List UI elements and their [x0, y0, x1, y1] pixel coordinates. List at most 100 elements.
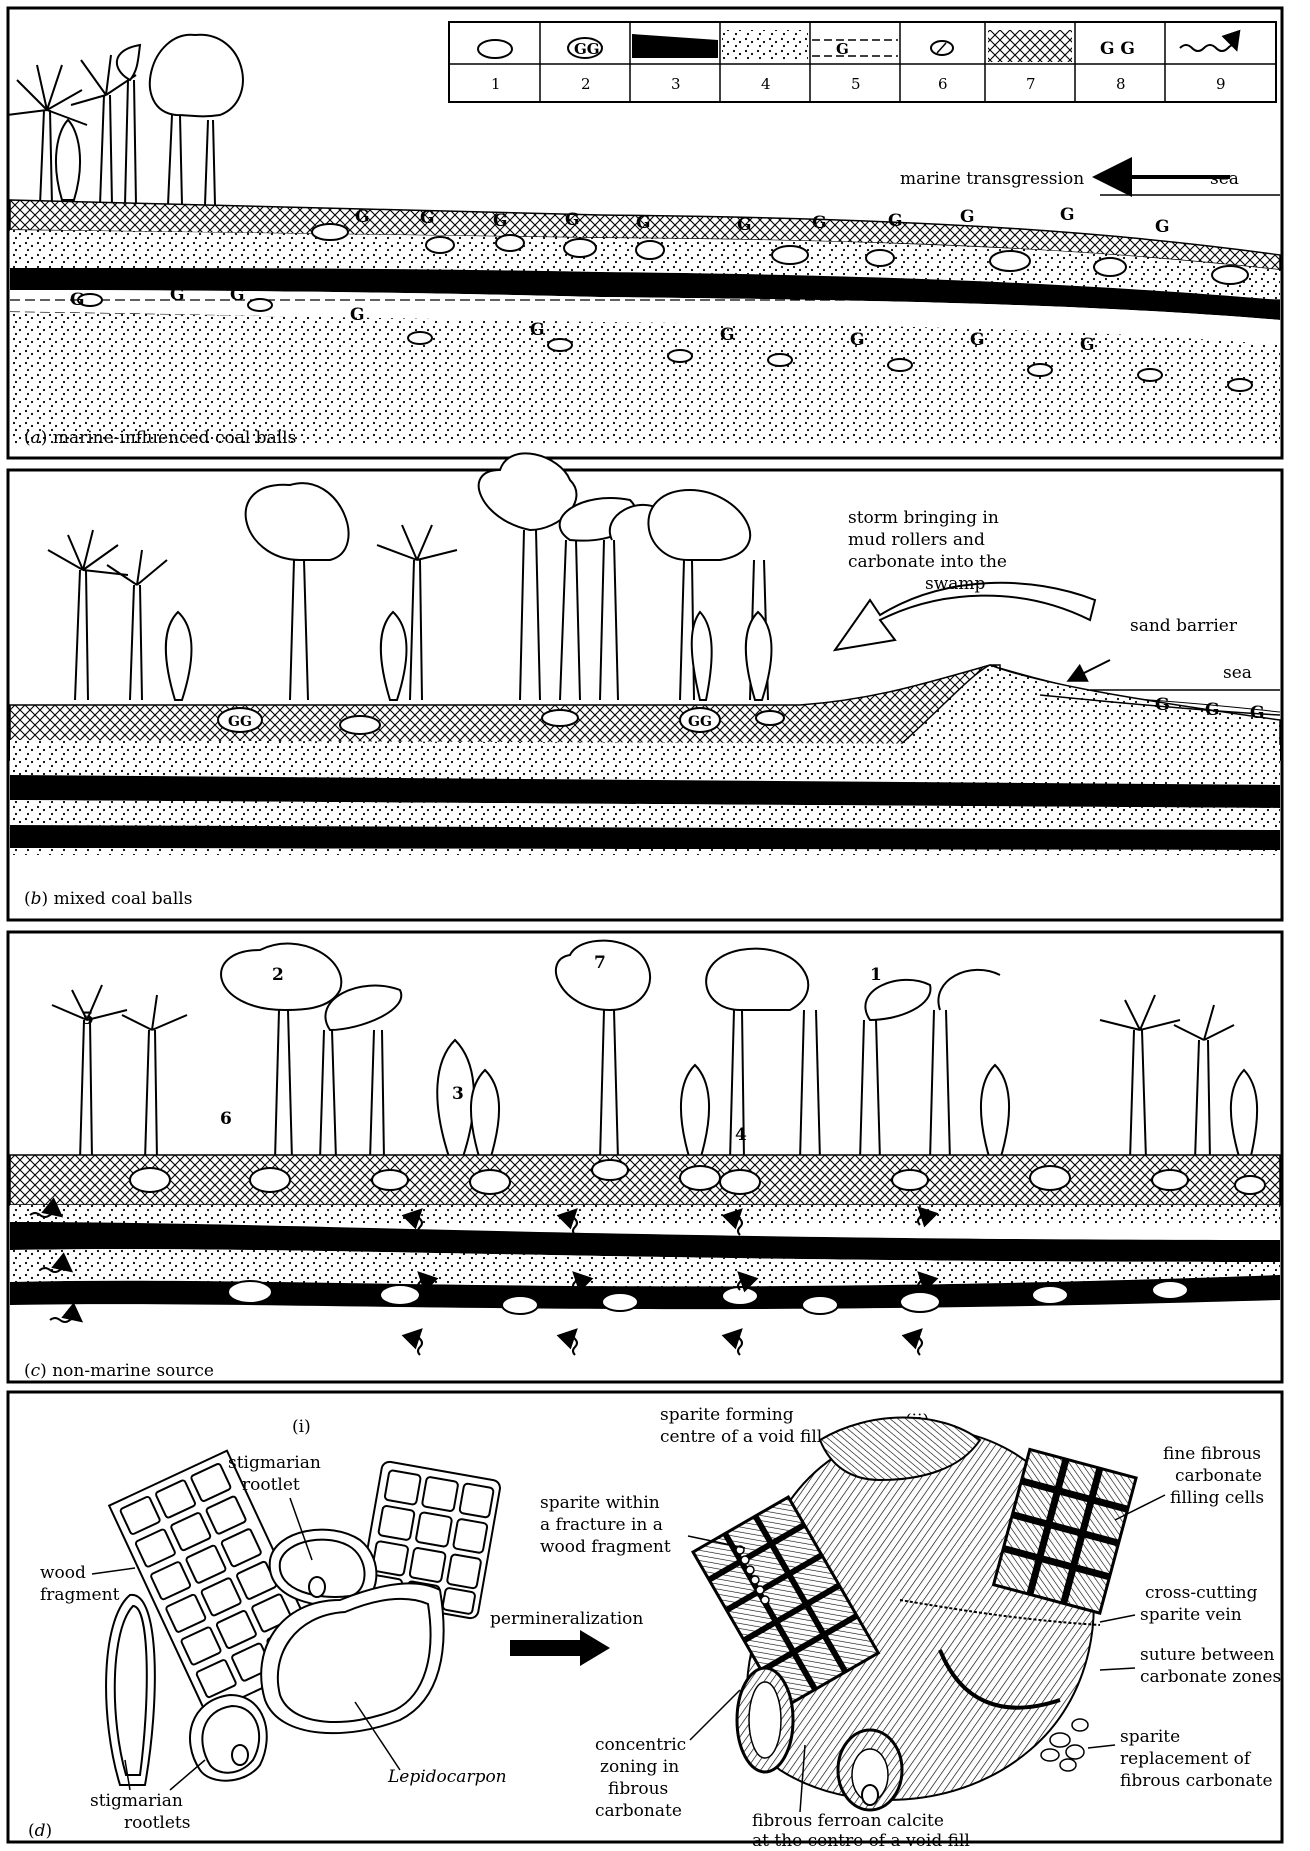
sparite-forming-label-1: sparite forming: [660, 1405, 794, 1425]
fine-fibrous-label-2: carbonate: [1175, 1466, 1262, 1486]
plant-number-5: 5: [82, 1009, 94, 1029]
svg-text:G: G: [1060, 205, 1075, 225]
svg-text:G: G: [720, 325, 735, 345]
legend-number-1: 1: [491, 75, 501, 93]
caption-a: (a) marine-influenced coal balls: [24, 428, 296, 448]
wood-fragment-label-2: fragment: [40, 1585, 120, 1605]
swamp-trees-a: [7, 35, 243, 205]
plant-number-4: 4: [735, 1125, 747, 1145]
concentric-label-2: zoning in: [600, 1757, 679, 1777]
legend-number-6: 6: [938, 75, 948, 93]
svg-text:G: G: [350, 305, 365, 325]
svg-text:G: G: [1080, 335, 1095, 355]
suture-label-2: carbonate zones: [1140, 1667, 1281, 1687]
svg-text:G: G: [888, 211, 903, 231]
sparite-within-label-2: a fracture in a: [540, 1515, 663, 1535]
storm-label-line-3: carbonate into the: [848, 552, 1007, 572]
concentric-label-1: concentric: [595, 1735, 686, 1755]
panel-d: (i) (ii): [8, 1392, 1282, 1851]
permineralized-drawing: [693, 1418, 1136, 1811]
svg-text:GG: GG: [574, 40, 600, 58]
legend-goniatite-symbol: G G: [1100, 39, 1135, 59]
concentric-label-3: fibrous: [608, 1779, 668, 1799]
legend-coal-ball-symbol: [478, 40, 512, 58]
swamp-trees-c: [52, 941, 1257, 1160]
caption-c: (c) non-marine source: [24, 1361, 214, 1381]
legend-number-2: 2: [581, 75, 591, 93]
plant-number-3: 3: [452, 1084, 464, 1104]
svg-text:G: G: [1250, 703, 1265, 723]
caption-d: (d): [28, 1821, 52, 1841]
plant-number-2: 2: [272, 965, 284, 985]
svg-text:G: G: [960, 207, 975, 227]
sparite-within-label-3: wood fragment: [540, 1537, 671, 1557]
sparite-replacement-label-3: fibrous carbonate: [1120, 1771, 1273, 1791]
panel-a: GG G G G 1 2 3 4 5 6 7 8 9: [7, 8, 1282, 458]
fine-fibrous-label-1: fine fibrous: [1163, 1444, 1261, 1464]
legend-table: GG G G G 1 2 3 4 5 6 7 8 9: [449, 22, 1276, 102]
svg-text:G: G: [636, 213, 651, 233]
legend-sandstone-symbol: [722, 30, 808, 62]
legend-number-3: 3: [671, 75, 681, 93]
stigmarian-rootlet-label-1: stigmarian: [228, 1453, 321, 1473]
svg-text:GG: GG: [688, 714, 712, 730]
svg-text:G: G: [970, 330, 985, 350]
sparite-replacement-label-2: replacement of: [1120, 1749, 1252, 1769]
svg-text:G: G: [420, 208, 435, 228]
lepidocarpon-label: Lepidocarpon: [387, 1767, 507, 1787]
suture-label-1: suture between: [1140, 1645, 1274, 1665]
storm-label-line-2: mud rollers and: [848, 530, 985, 550]
swamp-trees-b: [48, 453, 772, 700]
legend-peat-symbol: [988, 30, 1072, 62]
stigmarian-rootlets-label-1: stigmarian: [90, 1791, 183, 1811]
legend-number-5: 5: [851, 75, 861, 93]
sand-barrier-label: sand barrier: [1130, 616, 1238, 636]
cross-cutting-label-1: cross-cutting: [1145, 1583, 1258, 1603]
legend-number-7: 7: [1026, 75, 1036, 93]
plant-number-7: 7: [594, 953, 606, 973]
panel-c: 1 2 3 4 5 6 7 (c) non-marine source: [8, 932, 1282, 1382]
wood-fragment-label-1: wood: [40, 1563, 86, 1583]
sea-label-b: sea: [1223, 663, 1252, 683]
sea-label-a: sea: [1210, 169, 1239, 189]
plant-number-6: 6: [220, 1109, 232, 1129]
wood-fragment-drawing: [106, 1451, 501, 1785]
svg-text:G: G: [230, 285, 245, 305]
marine-transgression-label: marine transgression: [900, 169, 1084, 189]
fine-fibrous-label-3: filling cells: [1170, 1488, 1264, 1508]
storm-label-line-4: swamp: [925, 574, 986, 594]
caption-b: (b) mixed coal balls: [24, 889, 192, 909]
svg-text:G: G: [493, 211, 508, 231]
sparite-within-label-1: sparite within: [540, 1493, 660, 1513]
legend-number-8: 8: [1116, 75, 1126, 93]
part-i-label: (i): [292, 1417, 311, 1437]
svg-text:G: G: [170, 285, 185, 305]
fibrous-ferroan-label-1: fibrous ferroan calcite: [752, 1811, 944, 1831]
permineralization-arrow: [510, 1630, 610, 1666]
svg-text:G: G: [1205, 700, 1220, 720]
svg-text:G: G: [355, 207, 370, 227]
plant-number-1: 1: [870, 965, 882, 985]
svg-text:G: G: [565, 210, 580, 230]
svg-text:G: G: [850, 330, 865, 350]
stigmarian-rootlets-label-2: rootlets: [124, 1813, 190, 1833]
sparite-forming-label-2: centre of a void fill: [660, 1427, 822, 1447]
svg-text:G: G: [812, 213, 827, 233]
fibrous-ferroan-label-2: at the centre of a void fill: [752, 1831, 970, 1851]
cross-cutting-label-2: sparite vein: [1140, 1605, 1242, 1625]
legend-number-9: 9: [1216, 75, 1226, 93]
concentric-label-4: carbonate: [595, 1801, 682, 1821]
permineralization-label: permineralization: [490, 1609, 643, 1629]
svg-text:G: G: [70, 290, 85, 310]
stigmarian-rootlet-label-2: rootlet: [242, 1475, 300, 1495]
sparite-replacement-label-1: sparite: [1120, 1727, 1180, 1747]
svg-text:G: G: [1155, 217, 1170, 237]
svg-text:G: G: [836, 40, 849, 58]
svg-text:G: G: [530, 320, 545, 340]
svg-text:GG: GG: [228, 714, 252, 730]
storm-label-line-1: storm bringing in: [848, 508, 999, 528]
svg-text:G: G: [737, 215, 752, 235]
legend-number-4: 4: [761, 75, 771, 93]
